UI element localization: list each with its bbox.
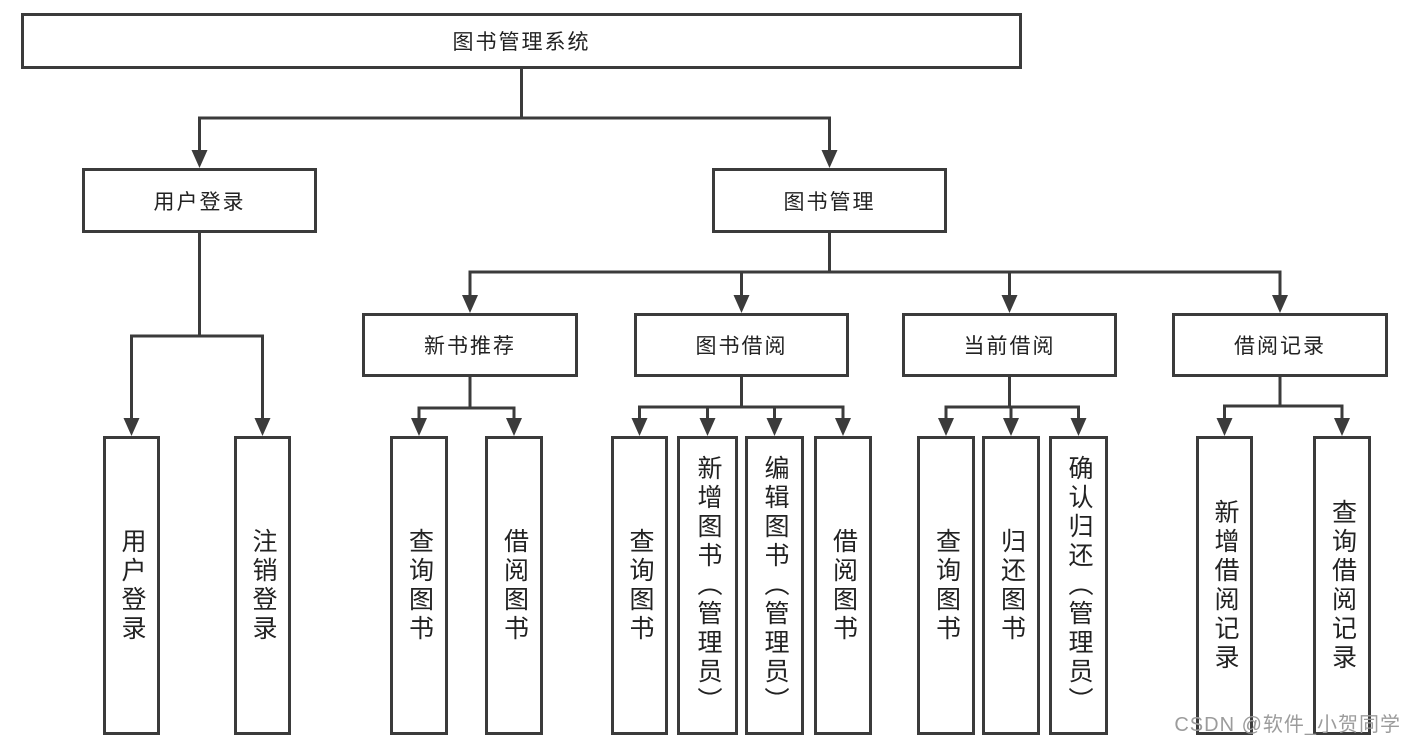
leaf-return-books: 归还图书 — [982, 436, 1040, 735]
node-new-book-recommendation: 新书推荐 — [362, 313, 578, 377]
node-user-login-module: 用户登录 — [82, 168, 317, 233]
node-library-management-system-label: 图书管理系统 — [452, 31, 591, 54]
node-current-borrowing: 当前借阅 — [902, 313, 1117, 377]
csdn-watermark: CSDN @软件_小贺同学 — [1174, 714, 1401, 736]
leaf-logout-label: 注销登录 — [249, 527, 277, 644]
leaf-query-books-current-label: 查询图书 — [932, 527, 961, 644]
leaf-query-books-current: 查询图书 — [917, 436, 975, 735]
leaf-edit-books-admin: 编辑图书（管理员） — [745, 436, 804, 735]
leaf-add-borrow-record: 新增借阅记录 — [1196, 436, 1253, 735]
leaf-query-books-borrowing: 查询图书 — [611, 436, 668, 735]
leaf-return-books-label: 归还图书 — [997, 527, 1026, 644]
node-user-login-module-label: 用户登录 — [153, 190, 246, 214]
leaf-borrow-books: 借阅图书 — [814, 436, 872, 735]
node-book-management-module: 图书管理 — [712, 168, 947, 233]
leaf-add-books-admin-label: 新增图书（管理员） — [694, 455, 722, 716]
leaf-add-borrow-record-label: 新增借阅记录 — [1211, 498, 1239, 673]
node-book-borrowing-label: 图书借阅 — [695, 335, 788, 358]
node-new-book-recommendation-label: 新书推荐 — [424, 335, 516, 358]
leaf-query-borrow-record-label: 查询借阅记录 — [1328, 498, 1357, 673]
node-borrowing-records: 借阅记录 — [1172, 313, 1388, 377]
leaf-query-borrow-record: 查询借阅记录 — [1313, 436, 1371, 735]
leaf-add-books-admin: 新增图书（管理员） — [677, 436, 738, 735]
leaf-confirm-return-admin-label: 确认归还（管理员） — [1065, 455, 1093, 716]
leaf-query-books-recommend-label: 查询图书 — [405, 527, 434, 644]
node-library-management-system: 图书管理系统 — [21, 13, 1022, 69]
leaf-edit-books-admin-label: 编辑图书（管理员） — [761, 455, 789, 716]
node-current-borrowing-label: 当前借阅 — [963, 335, 1056, 358]
leaf-confirm-return-admin: 确认归还（管理员） — [1049, 436, 1108, 735]
node-book-management-module-label: 图书管理 — [783, 190, 876, 214]
node-borrowing-records-label: 借阅记录 — [1234, 335, 1326, 358]
leaf-borrow-books-recommend: 借阅图书 — [485, 436, 543, 735]
leaf-borrow-books-recommend-label: 借阅图书 — [500, 527, 529, 644]
leaf-logout: 注销登录 — [234, 436, 291, 735]
leaf-user-login-label: 用户登录 — [118, 527, 146, 644]
leaf-query-books-recommend: 查询图书 — [390, 436, 448, 735]
leaf-user-login: 用户登录 — [103, 436, 160, 735]
leaf-query-books-borrowing-label: 查询图书 — [626, 527, 654, 644]
node-book-borrowing: 图书借阅 — [634, 313, 849, 377]
tree-connector-lines — [130, 67, 1344, 424]
leaf-borrow-books-label: 借阅图书 — [829, 527, 858, 644]
